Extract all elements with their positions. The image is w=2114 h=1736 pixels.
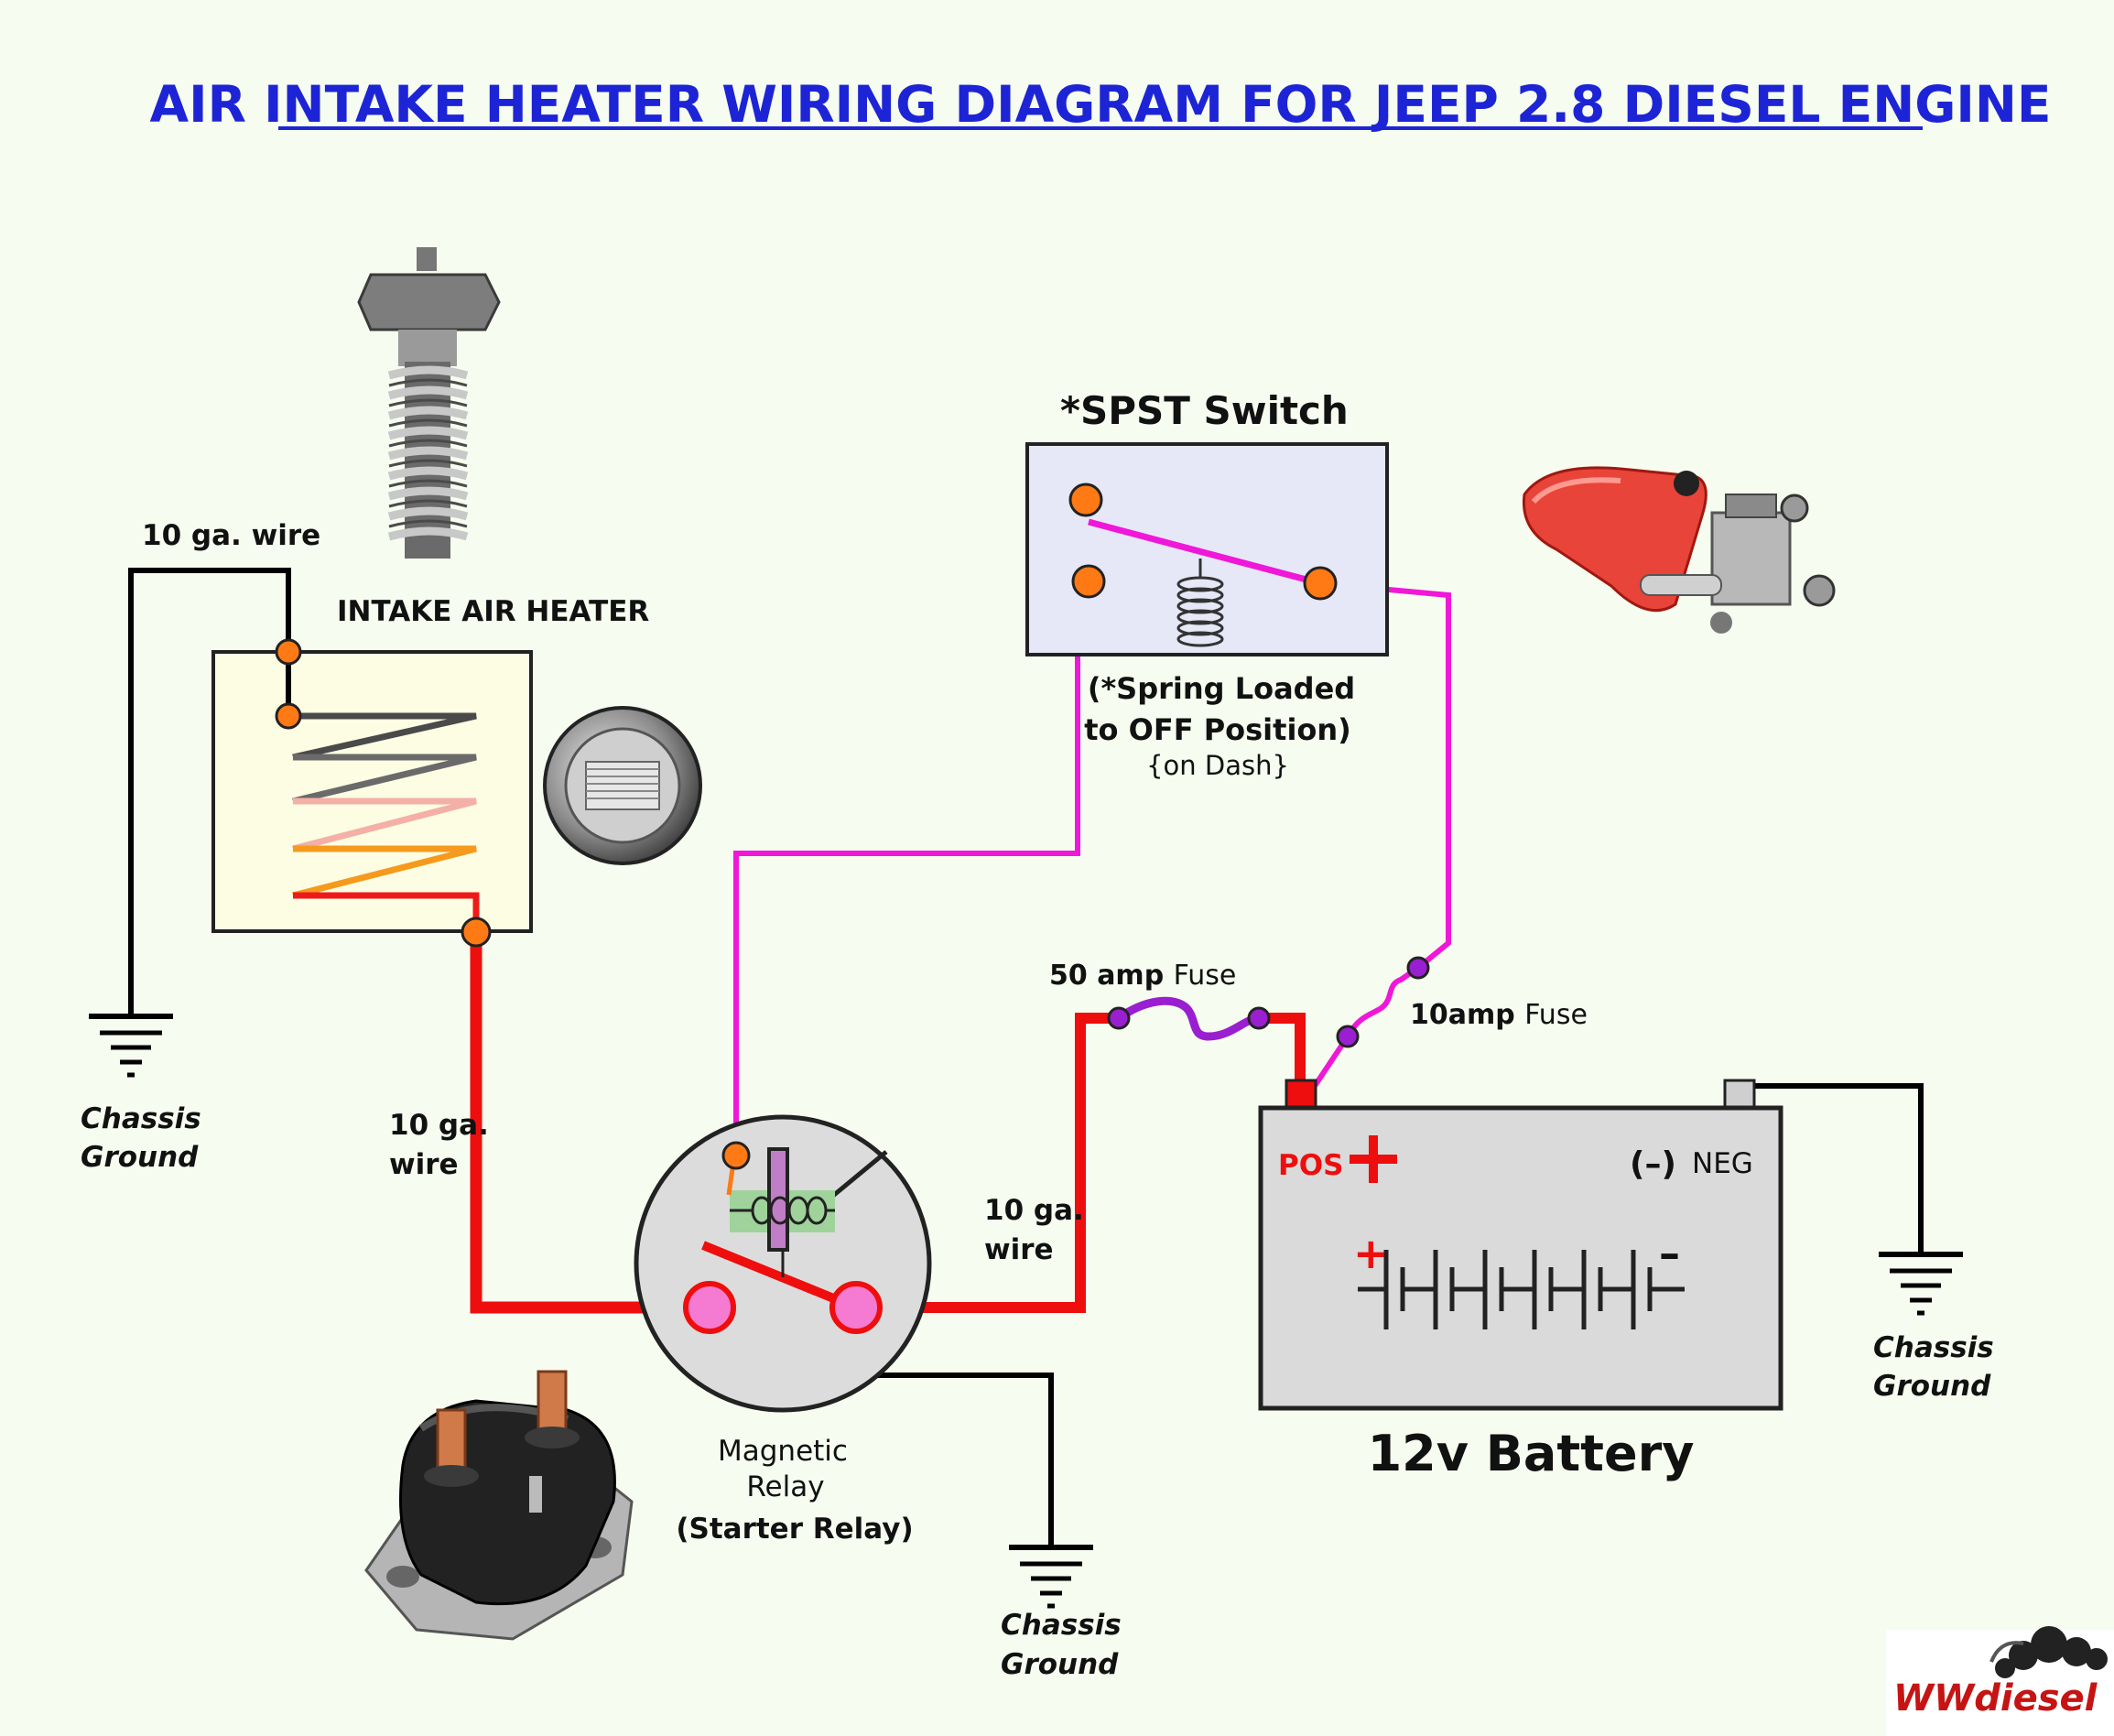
- battery-cells-icon: [1358, 1250, 1685, 1329]
- relay-control-terminal[interactable]: [721, 1141, 751, 1170]
- fuse-10-label: 10amp Fuse: [1410, 999, 1588, 1031]
- fuse-10-wire: [1305, 965, 1420, 1099]
- ground-wire-relay: [861, 1373, 1054, 1547]
- ground-symbol-icon: [1879, 1254, 1963, 1313]
- spring-note-line2: to OFF Position): [1084, 712, 1351, 747]
- fuse-50-terminal-right[interactable]: [1247, 1006, 1271, 1030]
- battery-cell-minus: –: [1659, 1229, 1680, 1278]
- battery-pos-label: POS: [1278, 1149, 1343, 1182]
- relay-contact-left[interactable]: [683, 1281, 736, 1334]
- relay-plunger: [767, 1147, 789, 1252]
- heater-plug-photo: [357, 247, 501, 559]
- heater-grid-photo: [543, 706, 702, 865]
- coil-icon: [730, 1196, 835, 1225]
- battery-cell-plus: +: [1353, 1229, 1389, 1278]
- battery-neg-label: NEG: [1692, 1147, 1753, 1180]
- ground-symbol-icon: [89, 1016, 173, 1075]
- relay-label-line2: Relay: [746, 1470, 824, 1503]
- relay-contact-right[interactable]: [829, 1281, 883, 1334]
- toggle-switch-photo: [1522, 466, 1836, 634]
- chassis-ground-right-line1: Chassis: [1873, 1331, 1994, 1364]
- fuse-50-icon: [1116, 996, 1260, 1041]
- intake-air-heater-box: [211, 650, 533, 933]
- spst-switch-blade[interactable]: [1088, 518, 1321, 587]
- page-title: AIR INTAKE HEATER WIRING DIAGRAM FOR JEE…: [150, 75, 2052, 134]
- relay-label-line3: (Starter Relay): [676, 1513, 913, 1546]
- ground-wire-left: [128, 568, 291, 1016]
- fuse-50-label: 50 amp Fuse: [1049, 960, 1236, 992]
- relay-internal-wire: [827, 1150, 888, 1201]
- spst-switch-box: [1025, 442, 1389, 656]
- chassis-ground-left-line1: Chassis: [81, 1102, 201, 1135]
- wire-label-top-left: 10 ga. wire: [142, 519, 320, 552]
- heater-element: [288, 712, 480, 932]
- battery-neg-post[interactable]: [1723, 1079, 1756, 1110]
- wire-label-mid-line2: wire: [984, 1233, 1054, 1266]
- wire-label-mid-line1: 10 ga.: [984, 1194, 1084, 1227]
- chassis-ground-bottom-line1: Chassis: [1001, 1609, 1122, 1642]
- ground-wire-battery: [1740, 1083, 1924, 1254]
- control-wire-relay: [733, 579, 1089, 1156]
- fuse-50-terminal-left[interactable]: [1107, 1006, 1131, 1030]
- relay-label-line1: Magnetic: [718, 1435, 848, 1468]
- logo-steam-icon: [1995, 1626, 2108, 1678]
- solenoid-photo: [364, 1370, 634, 1641]
- battery-name-label: 12v Battery: [1368, 1425, 1695, 1482]
- battery-body: [1258, 1105, 1783, 1411]
- logo-text: WWdiesel: [1893, 1677, 2098, 1720]
- power-wire-battery: [856, 1013, 1119, 1313]
- switch-terminal-right[interactable]: [1303, 566, 1338, 601]
- wwdiesel-logo: WWdiesel: [1886, 1626, 2114, 1736]
- power-wire-fuse-out: [1259, 1013, 1306, 1097]
- battery-neg-symbol: (–): [1630, 1145, 1676, 1183]
- heater-terminal-mid[interactable]: [275, 702, 302, 730]
- fuse-10-terminal-bottom[interactable]: [1336, 1025, 1360, 1048]
- spst-switch-label: *SPST Switch: [1060, 388, 1349, 433]
- heater-terminal-top[interactable]: [275, 638, 302, 666]
- heater-terminal-bottom[interactable]: [461, 917, 492, 948]
- battery-pos-post[interactable]: [1285, 1079, 1317, 1110]
- intake-air-heater-label: INTAKE AIR HEATER: [337, 595, 649, 628]
- power-wire-heater: [470, 932, 710, 1314]
- chassis-ground-bottom-line2: Ground: [1001, 1648, 1119, 1681]
- fuse-10-terminal-top[interactable]: [1406, 956, 1430, 980]
- relay-contact-blade[interactable]: [701, 1241, 858, 1312]
- spring-icon: [1176, 559, 1224, 647]
- spring-note-line3: {on Dash}: [1146, 750, 1289, 781]
- chassis-ground-left-line2: Ground: [81, 1141, 199, 1174]
- switch-terminal-bottom[interactable]: [1071, 564, 1106, 599]
- ground-symbol-icon: [1009, 1547, 1093, 1606]
- wire-label-left-line1: 10 ga.: [389, 1109, 489, 1142]
- chassis-ground-right-line2: Ground: [1873, 1370, 1991, 1403]
- wire-label-left-line2: wire: [389, 1148, 459, 1181]
- spring-note-line1: (*Spring Loaded: [1088, 671, 1355, 706]
- switch-terminal-top[interactable]: [1068, 483, 1103, 517]
- battery-plus-icon: [1350, 1135, 1397, 1183]
